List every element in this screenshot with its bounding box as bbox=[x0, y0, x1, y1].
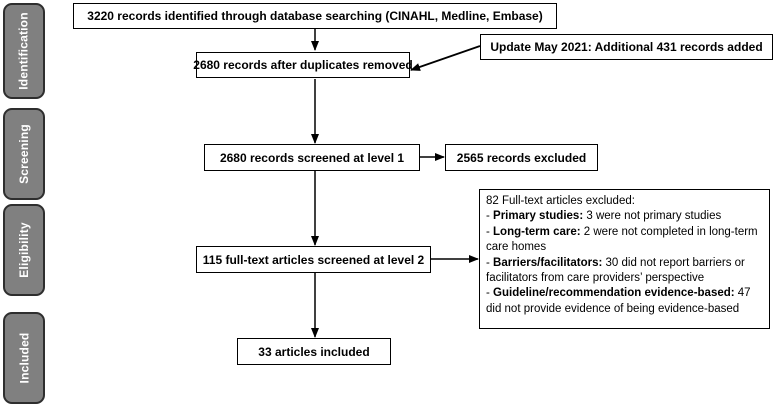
exclusion-guideline-evidence-label: Guideline/recommendation evidence-based: bbox=[493, 287, 735, 300]
box-fulltext-screened: 115 full-text articles screened at level… bbox=[196, 246, 431, 273]
arrow-update-to-duplicates bbox=[410, 45, 481, 71]
box-records-screened-text: 2680 records screened at level 1 bbox=[219, 150, 405, 165]
exclusion-guideline-evidence: - Guideline/recommendation evidence-base… bbox=[486, 287, 751, 315]
box-update-records-text: Update May 2021: Additional 431 records … bbox=[490, 40, 763, 54]
box-fulltext-screened-text: 115 full-text articles screened at level… bbox=[202, 252, 425, 267]
exclusion-barriers-facilitators: - Barriers/facilitators: 30 did not repo… bbox=[486, 256, 745, 285]
exclusion-long-term-care: - Long-term care: 2 were not completed i… bbox=[486, 225, 758, 254]
exclusion-barriers-facilitators-label: Barriers/facilitators: bbox=[493, 256, 603, 269]
exclusion-primary-studies-label: Primary studies: bbox=[493, 210, 584, 223]
box-update-records: Update May 2021: Additional 431 records … bbox=[480, 34, 773, 60]
exclusion-primary-studies: - Primary studies: 3 were not primary st… bbox=[486, 210, 722, 223]
box-records-screened: 2680 records screened at level 1 bbox=[204, 144, 420, 171]
box-after-duplicates: 2680 records after duplicates removed bbox=[193, 52, 413, 78]
box-articles-included: 33 articles included bbox=[237, 338, 391, 365]
phase-identification: Identification bbox=[3, 3, 45, 99]
box-articles-included-text: 33 articles included bbox=[258, 344, 370, 359]
phase-screening: Screening bbox=[3, 108, 45, 200]
box-records-excluded-text: 2565 records excluded bbox=[456, 150, 587, 165]
box-records-identified: 3220 records identified through database… bbox=[73, 3, 557, 29]
exclusion-long-term-care-label: Long-term care: bbox=[493, 225, 581, 238]
exclusion-primary-studies-text: 3 were not primary studies bbox=[583, 210, 722, 223]
exclusions-title: 82 Full-text articles excluded: bbox=[486, 195, 635, 207]
phase-included: Included bbox=[3, 312, 45, 404]
phase-eligibility: Eligibility bbox=[3, 204, 45, 296]
box-records-identified-text: 3220 records identified through database… bbox=[87, 9, 543, 23]
box-fulltext-excluded: 82 Full-text articles excluded: - Primar… bbox=[479, 189, 770, 329]
exclusion-long-term-care-text: 2 were not completed in long-term care h… bbox=[486, 225, 758, 254]
exclusion-barriers-facilitators-text: 30 did not report barriers or facilitato… bbox=[486, 256, 745, 285]
box-after-duplicates-text: 2680 records after duplicates removed bbox=[193, 58, 413, 72]
box-records-excluded: 2565 records excluded bbox=[445, 144, 598, 171]
exclusion-guideline-evidence-text: 47 did not provide evidence of being evi… bbox=[486, 287, 751, 315]
